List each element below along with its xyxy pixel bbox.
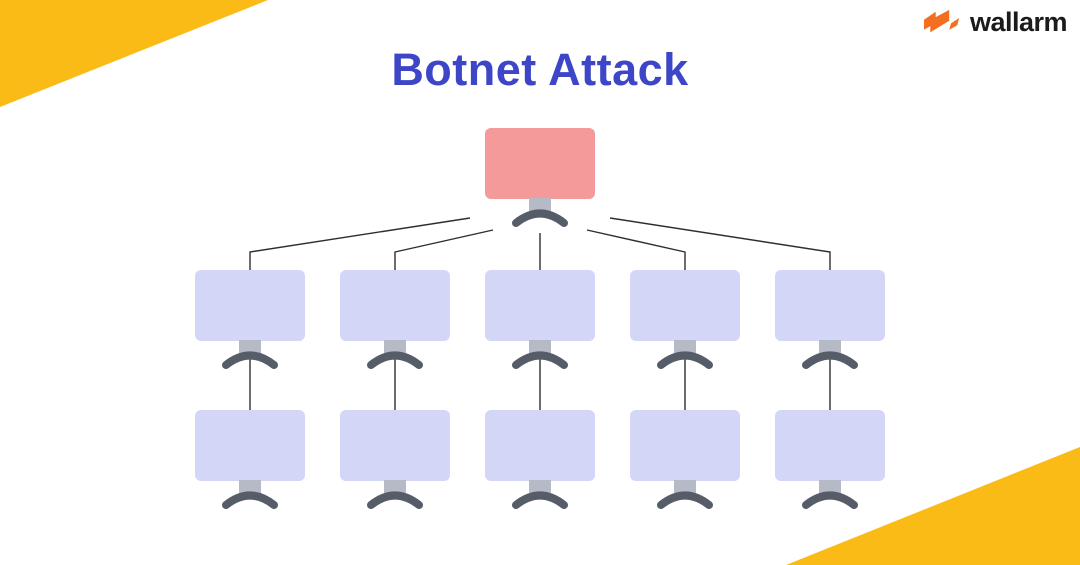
bot-computer — [630, 410, 740, 509]
monitor-stand-neck — [384, 340, 406, 355]
monitor-screen — [195, 410, 305, 481]
bot-computer — [630, 270, 740, 369]
connector-line — [249, 217, 471, 270]
bot-computer — [775, 410, 885, 509]
monitor-stand-base — [802, 491, 858, 509]
monitor-screen — [485, 270, 595, 341]
monitor-stand-base — [512, 351, 568, 369]
monitor-stand-base — [222, 351, 278, 369]
attacker-computer — [485, 128, 595, 227]
monitor-screen — [485, 410, 595, 481]
monitor-screen — [340, 270, 450, 341]
bot-computer — [340, 270, 450, 369]
monitor-screen — [195, 270, 305, 341]
monitor-screen — [775, 270, 885, 341]
wallarm-logo: wallarm — [922, 7, 1068, 37]
monitor-stand-neck — [239, 340, 261, 355]
monitor-stand-neck — [384, 480, 406, 495]
monitor-stand-base — [222, 491, 278, 509]
monitor-stand-base — [512, 209, 568, 227]
connector-line — [586, 229, 686, 270]
bot-computer — [340, 410, 450, 509]
monitor-stand-base — [367, 351, 423, 369]
wallarm-flag-icon — [923, 9, 960, 33]
monitor-screen — [485, 128, 595, 199]
page-title: Botnet Attack — [391, 44, 689, 95]
monitor-stand-base — [657, 351, 713, 369]
monitor-stand-neck — [529, 340, 551, 355]
monitor-stand-neck — [674, 480, 696, 495]
monitor-stand-neck — [239, 480, 261, 495]
monitor-screen — [630, 270, 740, 341]
monitor-stand-base — [802, 351, 858, 369]
monitor-stand-neck — [819, 480, 841, 495]
bot-computer — [195, 270, 305, 369]
monitor-stand-base — [512, 491, 568, 509]
bot-computer — [485, 410, 595, 509]
monitor-stand-neck — [819, 340, 841, 355]
connector-line — [609, 217, 831, 270]
monitor-screen — [340, 410, 450, 481]
wallarm-logo-text: wallarm — [969, 7, 1068, 37]
monitor-screen — [775, 410, 885, 481]
bot-computer — [195, 410, 305, 509]
monitor-stand-neck — [529, 480, 551, 495]
connector-line — [394, 229, 494, 270]
monitor-stand-base — [367, 491, 423, 509]
monitor-screen — [630, 410, 740, 481]
bot-computer — [775, 270, 885, 369]
bot-computer — [485, 270, 595, 369]
monitor-stand-base — [657, 491, 713, 509]
monitor-stand-neck — [674, 340, 696, 355]
monitor-stand-neck — [529, 198, 551, 213]
